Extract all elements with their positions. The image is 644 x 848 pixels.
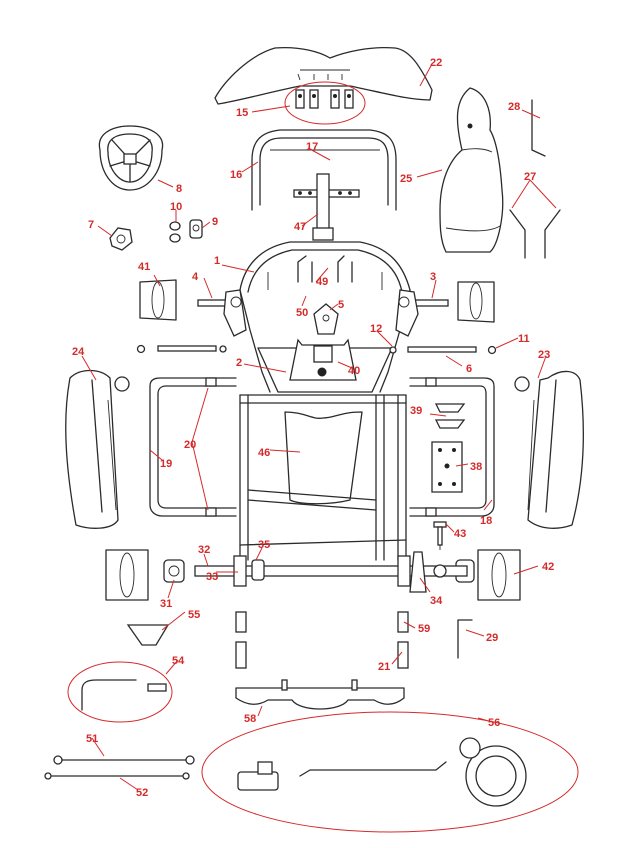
callout-33: 33 — [206, 571, 218, 583]
part-tie-rod-right — [389, 345, 497, 355]
callout-19: 19 — [160, 458, 172, 470]
callout-7: 7 — [88, 219, 94, 231]
leader-lines — [81, 63, 557, 791]
callout-38: 38 — [470, 461, 482, 473]
callout-51: 51 — [86, 733, 98, 745]
callout-55: 55 — [188, 609, 200, 621]
callout-34: 34 — [430, 595, 443, 607]
callout-54: 54 — [172, 655, 185, 667]
part-front-bumper — [251, 129, 397, 211]
part-wheel-front-right — [457, 281, 495, 323]
part-sidepod-left — [65, 369, 130, 529]
part-steering-column — [293, 173, 360, 241]
callout-8: 8 — [176, 183, 182, 195]
callout-9: 9 — [212, 216, 218, 228]
part-seat-stays — [509, 209, 561, 259]
part-stub-axle-right — [395, 289, 449, 337]
part-bolt — [433, 521, 447, 546]
part-wheel-rear-left — [105, 549, 149, 601]
part-steering-hub — [109, 227, 133, 251]
part-throttle-cable — [53, 755, 195, 765]
part-sidebar-right — [409, 377, 495, 517]
part-seat — [439, 87, 504, 253]
callout-10: 10 — [170, 201, 182, 213]
callout-56: 56 — [488, 717, 500, 729]
callout-25: 25 — [400, 173, 412, 185]
part-floor-panel — [284, 411, 363, 505]
callout-5: 5 — [338, 299, 344, 311]
part-brake-lever — [67, 661, 173, 723]
callout-46: 46 — [258, 447, 270, 459]
part-nose-brackets — [284, 81, 366, 125]
callout-18: 18 — [480, 515, 492, 527]
part-chassis-frame — [239, 241, 411, 561]
part-brake-system — [201, 711, 579, 833]
callout-58: 58 — [244, 713, 256, 725]
part-front-nose — [214, 46, 433, 105]
callout-31: 31 — [160, 598, 172, 610]
part-chain-guard — [126, 624, 170, 646]
callout-32: 32 — [198, 544, 210, 556]
callout-11: 11 — [518, 333, 530, 345]
callout-59: 59 — [418, 623, 430, 635]
callout-20: 20 — [184, 439, 196, 451]
callout-42: 42 — [542, 561, 554, 573]
callout-40: 40 — [348, 365, 360, 377]
part-wheel-front-left — [139, 279, 177, 321]
callout-12: 12 — [370, 323, 382, 335]
part-clamp — [189, 219, 203, 239]
part-floor-plate — [289, 338, 357, 381]
callout-43: 43 — [454, 528, 466, 540]
callout-49: 49 — [316, 276, 328, 288]
part-stub-axle-left — [197, 289, 247, 337]
callout-2: 2 — [236, 357, 242, 369]
part-pedal-bracket — [313, 303, 339, 335]
callout-17: 17 — [306, 141, 318, 153]
callout-52: 52 — [136, 787, 148, 799]
callout-24: 24 — [72, 346, 85, 358]
callout-29: 29 — [486, 632, 498, 644]
part-angle-brackets — [434, 403, 466, 429]
part-rear-bumper-supports — [235, 611, 409, 669]
part-pedals — [297, 255, 353, 283]
part-steering-wheel — [98, 125, 164, 191]
callout-23: 23 — [538, 349, 550, 361]
part-sidepod-right — [514, 370, 584, 529]
callout-47: 47 — [294, 221, 306, 233]
part-wheel-rear-right — [477, 549, 521, 601]
callout-6: 6 — [466, 363, 472, 375]
callout-41: 41 — [138, 261, 150, 273]
callout-27: 27 — [524, 171, 536, 183]
part-washers — [169, 221, 181, 243]
callout-21: 21 — [378, 661, 390, 673]
part-allen-key — [457, 619, 473, 659]
callout-39: 39 — [410, 405, 422, 417]
callout-35: 35 — [258, 539, 270, 551]
part-tie-rod-left — [136, 344, 227, 354]
callout-labels: 1 2 3 4 5 6 7 8 9 10 11 12 15 16 17 18 1… — [72, 57, 554, 799]
part-rear-bumper — [235, 679, 405, 710]
part-sidebar-left — [149, 377, 237, 517]
callout-4: 4 — [192, 271, 199, 283]
callout-15: 15 — [236, 107, 248, 119]
part-seat-rod — [531, 99, 546, 157]
callout-50: 50 — [296, 307, 308, 319]
part-rear-axle — [194, 525, 468, 593]
part-brake-cable — [44, 772, 190, 780]
part-mount-plate — [431, 441, 463, 493]
callout-22: 22 — [430, 57, 442, 69]
callout-3: 3 — [430, 271, 436, 283]
part-hub-left — [163, 559, 185, 583]
callout-1: 1 — [214, 255, 220, 267]
callout-16: 16 — [230, 169, 242, 181]
callout-28: 28 — [508, 101, 520, 113]
